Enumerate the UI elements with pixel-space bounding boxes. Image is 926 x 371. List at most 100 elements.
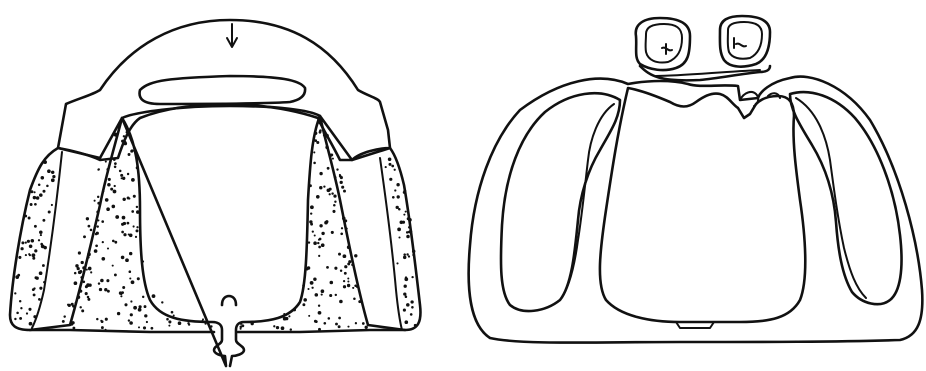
stipple-dot <box>114 241 117 244</box>
stipple-dot <box>410 300 413 303</box>
stipple-dot <box>143 326 146 329</box>
stipple-dot <box>133 225 135 227</box>
stipple-dot <box>171 311 174 314</box>
stipple-dot <box>240 328 242 330</box>
stipple-dot <box>96 318 98 320</box>
stipple-dot <box>62 320 65 323</box>
stipple-dot <box>36 196 40 200</box>
stipple-dot <box>317 242 319 244</box>
stipple-dot <box>321 294 323 296</box>
stipple-dot <box>29 322 33 326</box>
stipple-dot <box>339 174 341 176</box>
stipple-dot <box>308 315 310 317</box>
stipple-dot <box>138 326 140 328</box>
stipple-dot <box>129 321 133 325</box>
stipple-dot <box>142 296 144 298</box>
stipple-dot <box>117 312 120 315</box>
stipple-dot <box>130 313 133 316</box>
stipple-dot <box>335 323 338 326</box>
stipple-dot <box>33 293 36 296</box>
stipple-dot <box>43 246 46 249</box>
stipple-dot <box>98 282 100 284</box>
stipple-dot <box>333 194 336 197</box>
stipple-dot <box>319 131 322 134</box>
stipple-dot <box>347 262 350 265</box>
stipple-dot <box>137 277 140 280</box>
stipple-dot <box>338 325 341 328</box>
stipple-dot <box>151 327 154 330</box>
stipple-dot <box>34 191 36 193</box>
stipple-dot <box>340 232 343 235</box>
stipple-dot <box>32 288 35 291</box>
stipple-dot <box>332 158 334 160</box>
stipple-dot <box>314 234 316 236</box>
stipple-dot <box>340 181 343 184</box>
stipple-dot <box>329 193 331 195</box>
stipple-dot <box>336 168 338 170</box>
stipple-dot <box>138 308 142 312</box>
stipple-dot <box>334 267 337 270</box>
stipple-dot <box>121 256 125 260</box>
stipple-dot <box>133 306 137 310</box>
stipple-dot <box>405 211 407 213</box>
stipple-dot <box>97 196 99 198</box>
stipple-dot <box>152 294 156 298</box>
stipple-dot <box>131 280 135 284</box>
stipple-dot <box>121 177 123 179</box>
stipple-dot <box>133 195 136 198</box>
stipple-dot <box>276 326 279 329</box>
stipple-dot <box>67 304 69 306</box>
stipple-dot <box>30 203 33 206</box>
stipple-dot <box>313 162 316 165</box>
stipple-dot <box>273 325 275 327</box>
stipple-dot <box>110 188 113 191</box>
stipple-dot <box>125 258 129 262</box>
stipple-dot <box>40 243 43 246</box>
stipple-dot <box>122 198 125 201</box>
stipple-dot <box>316 195 320 199</box>
stipple-dot <box>405 295 408 298</box>
stipple-dot <box>339 300 343 304</box>
stipple-dot <box>411 276 413 278</box>
stipple-dot <box>34 203 37 206</box>
left-base-line <box>30 330 214 332</box>
stipple-dot <box>120 295 122 297</box>
stipple-dot <box>46 185 49 188</box>
stipple-dot <box>355 322 357 324</box>
stipple-dot <box>310 212 312 214</box>
stipple-dot <box>101 320 104 323</box>
stipple-dot <box>323 185 325 187</box>
stipple-dot <box>332 210 335 213</box>
stipple-dot <box>121 291 124 294</box>
stipple-dot <box>106 279 109 282</box>
down-arrow-icon <box>227 24 237 47</box>
stipple-dot <box>353 298 356 301</box>
stipple-dot <box>307 288 309 290</box>
stipple-dot <box>139 305 142 308</box>
stipple-dot <box>330 281 334 285</box>
stipple-dot <box>87 296 90 299</box>
stipple-dot <box>96 232 99 235</box>
stipple-dot <box>19 317 22 320</box>
stipple-dot <box>362 322 365 325</box>
stipple-dot <box>318 305 320 307</box>
stipple-dot <box>144 314 147 317</box>
stipple-dot <box>394 169 396 171</box>
stipple-dot <box>39 271 43 275</box>
stipple-dot <box>79 270 82 273</box>
stipple-dot <box>329 294 332 297</box>
stipple-dot <box>405 276 407 278</box>
stipple-dot <box>114 273 117 276</box>
stipple-dot <box>146 321 148 323</box>
stipple-dot <box>90 271 92 273</box>
stipple-dot <box>398 236 400 238</box>
stipple-dot <box>106 207 110 211</box>
stipple-dot <box>343 254 347 258</box>
stipple-dot <box>34 249 37 252</box>
stipple-dot <box>35 276 38 279</box>
stipple-dot <box>388 163 391 166</box>
stipple-dot <box>108 178 111 181</box>
stipple-dot <box>39 287 42 290</box>
stipple-dot <box>33 196 36 199</box>
